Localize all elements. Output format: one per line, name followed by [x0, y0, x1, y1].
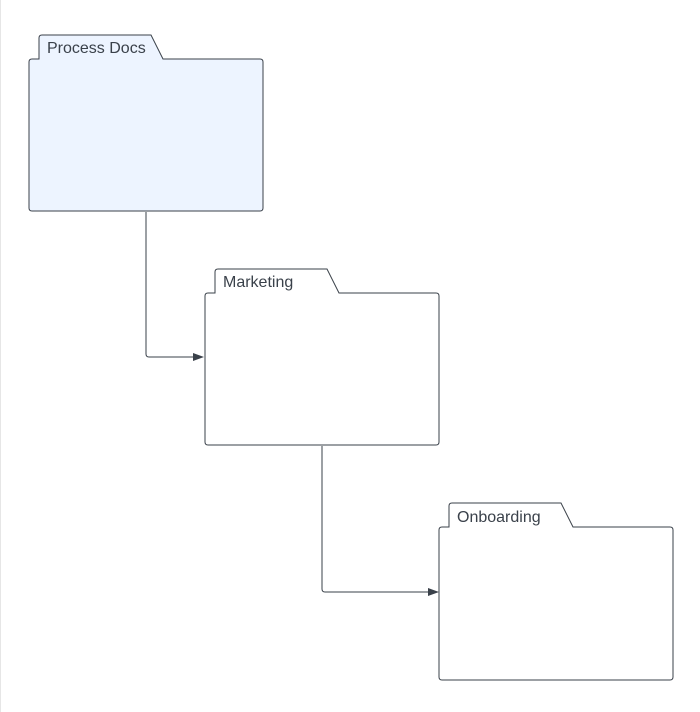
- folder-icon: [28, 34, 264, 212]
- arrowhead-icon: [193, 353, 204, 361]
- folder-label: Onboarding: [457, 509, 541, 526]
- folder-process-docs[interactable]: Process Docs: [28, 34, 264, 212]
- folder-onboarding[interactable]: Onboarding: [438, 502, 674, 681]
- folder-marketing[interactable]: Marketing: [204, 268, 440, 446]
- folder-icon: [204, 268, 440, 446]
- folder-label: Process Docs: [47, 40, 146, 57]
- connector-process-docs-to-marketing[interactable]: [145, 212, 204, 361]
- connector-line: [145, 212, 194, 358]
- arrowhead-icon: [428, 588, 439, 596]
- folder-label: Marketing: [223, 274, 293, 291]
- connector-marketing-to-onboarding[interactable]: [321, 446, 439, 596]
- folder-icon: [438, 502, 674, 681]
- connector-line: [321, 446, 429, 593]
